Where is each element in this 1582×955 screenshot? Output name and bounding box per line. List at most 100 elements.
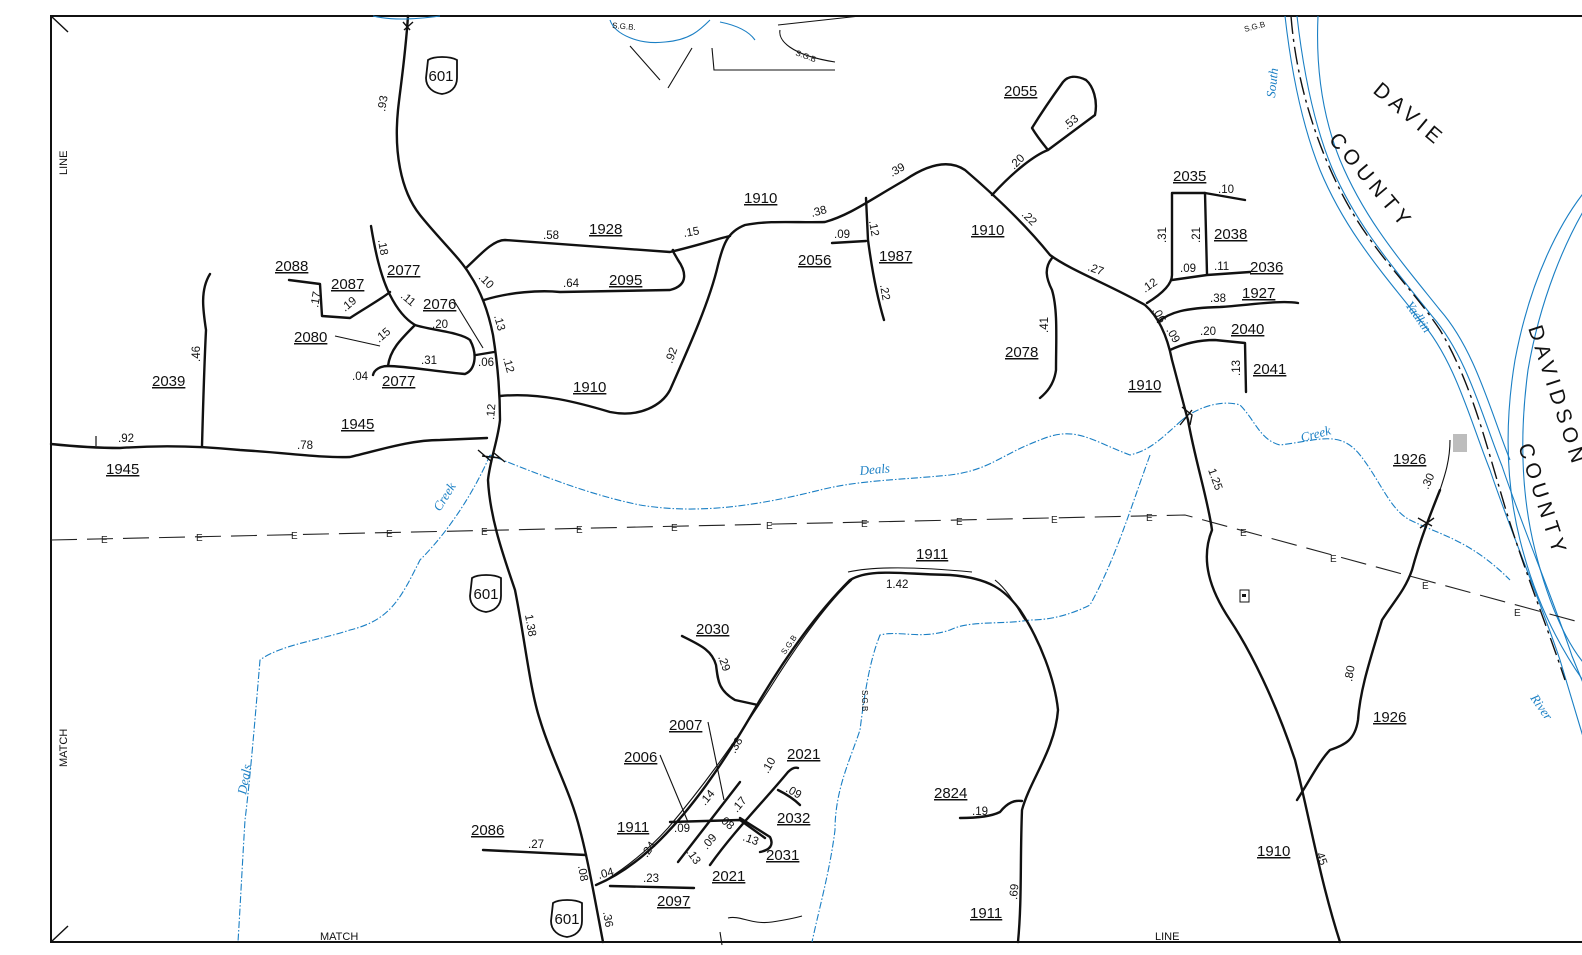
- mileage: .11: [1214, 261, 1229, 273]
- us-601-shield: 601: [425, 56, 458, 95]
- road-number: 2056: [798, 252, 831, 269]
- road-number: 2006: [624, 749, 657, 766]
- mileage: 1.42: [886, 579, 908, 591]
- mileage: 1.38: [522, 613, 538, 637]
- svg-text:E: E: [386, 529, 393, 540]
- road-number: 2036: [1250, 259, 1283, 276]
- mileage: .39: [888, 161, 908, 179]
- svg-text:E: E: [1330, 554, 1337, 565]
- mileage: .78: [297, 440, 313, 452]
- mileage: .17: [730, 795, 749, 815]
- us-601-shield: 601: [550, 899, 583, 938]
- mileage: .19: [972, 806, 988, 818]
- mileage: .92: [664, 346, 681, 365]
- svg-text:E: E: [861, 519, 868, 530]
- road-number: 1911: [617, 819, 649, 836]
- mileage: 1.25: [1205, 467, 1224, 492]
- svg-text:E: E: [1240, 528, 1247, 539]
- sgb-labels: S.G.B. S.G.B S.G.B S.G.B S.G.B: [612, 20, 1266, 712]
- mileage: .27: [528, 839, 544, 851]
- mileage: .19: [339, 295, 359, 314]
- mileage: .58: [543, 230, 559, 242]
- svg-text:E: E: [1514, 608, 1521, 619]
- road-number: 1926: [1373, 709, 1406, 726]
- water-label-creek: Creek: [430, 480, 459, 514]
- mileage: .46: [191, 346, 203, 362]
- edge-label-match: MATCH: [320, 931, 358, 943]
- mileage: .80: [1343, 665, 1358, 683]
- mileage: .45: [1312, 848, 1329, 867]
- power-line: [50, 514, 1582, 624]
- road-number: 1910: [971, 222, 1004, 239]
- mileage: .29: [715, 654, 732, 673]
- yadkin-river: [1284, 15, 1582, 736]
- svg-text:E: E: [576, 525, 583, 536]
- mileage: .69: [1008, 883, 1021, 900]
- roads: [49, 14, 1467, 946]
- map-frame: [50, 15, 1582, 943]
- edge-label-line: LINE: [1155, 931, 1179, 943]
- mileage: .15: [373, 326, 393, 345]
- mileage: .09: [674, 823, 690, 835]
- mileage: .13: [1231, 360, 1243, 376]
- mileage: .08: [716, 813, 736, 832]
- svg-text:E: E: [956, 517, 963, 528]
- frame-corner-tick: [50, 15, 69, 33]
- mileage: .09: [834, 229, 850, 241]
- road-number: 1911: [970, 905, 1002, 922]
- mileage: .12: [1140, 276, 1160, 295]
- mileage: .17: [309, 291, 324, 309]
- road-number: 2030: [696, 621, 729, 638]
- mileage: .27: [1086, 262, 1105, 279]
- svg-text:E: E: [766, 521, 773, 532]
- deals-creek: [237, 402, 1511, 943]
- water-label-south: South: [1263, 67, 1281, 98]
- mileage: .92: [118, 433, 134, 445]
- mileage: .20: [432, 319, 448, 331]
- svg-text:601: 601: [428, 68, 453, 85]
- svg-text:E: E: [1422, 581, 1429, 592]
- mileage: .09: [784, 783, 804, 801]
- mileage: .04: [352, 371, 369, 383]
- svg-text:E: E: [101, 535, 108, 546]
- svg-text:E: E: [481, 527, 488, 538]
- mileage: .31: [1157, 227, 1169, 243]
- road-number: 1945: [341, 416, 374, 433]
- road-number: 2087: [331, 276, 364, 293]
- mileage: .12: [500, 356, 516, 375]
- road-number: 2021: [787, 746, 820, 763]
- sgb-label: S.G.B.: [612, 21, 636, 32]
- road-number: 1910: [744, 190, 777, 207]
- sgb-label: S.G.B: [794, 48, 817, 64]
- road-number: 2080: [294, 329, 327, 346]
- mileage: .64: [563, 278, 580, 290]
- road-number: 2076: [423, 296, 456, 313]
- road-number: 1987: [879, 248, 912, 265]
- mileage: .30: [1420, 472, 1438, 492]
- road-number: 2077: [382, 373, 415, 390]
- mileage: .38: [727, 736, 745, 756]
- county-label-davidson-2: COUNTY: [1513, 440, 1572, 560]
- road-number: 2041: [1253, 361, 1286, 378]
- mileage: .09: [1180, 263, 1196, 275]
- road-number: 1910: [1257, 843, 1290, 860]
- mileage: .18: [375, 238, 390, 256]
- road-number: 1945: [106, 461, 139, 478]
- svg-text:601: 601: [554, 911, 579, 928]
- road-number: 2038: [1214, 226, 1247, 243]
- sgb-label: S.G.B: [1243, 20, 1266, 34]
- mileage: .31: [421, 355, 437, 367]
- mileage: .20: [1008, 152, 1028, 172]
- mileage: .38: [1210, 293, 1226, 305]
- us-601-shield: 601: [469, 574, 502, 613]
- mileage: .13: [741, 832, 760, 849]
- svg-text:E: E: [1146, 513, 1153, 524]
- edge-label-match: MATCH: [58, 729, 70, 767]
- water-label-deals: Deals: [234, 763, 254, 796]
- mileage: .09: [1163, 326, 1181, 346]
- mileage: .53: [1061, 113, 1081, 132]
- mileage: .13: [491, 314, 507, 333]
- mileage: .93: [376, 95, 391, 113]
- mileage: .22: [1019, 209, 1039, 229]
